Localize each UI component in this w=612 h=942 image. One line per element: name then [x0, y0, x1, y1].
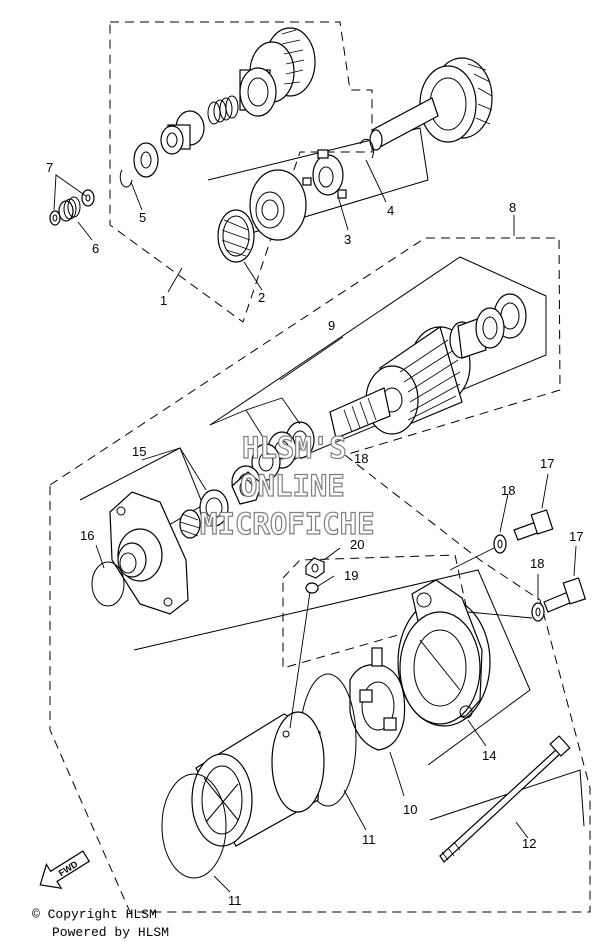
bolt-17-lower — [543, 577, 587, 613]
armature-washers — [475, 293, 527, 349]
leader-6 — [77, 221, 93, 241]
group-outline-20 — [282, 554, 469, 669]
callout-10: 10 — [403, 802, 417, 817]
armature-part — [329, 317, 487, 439]
clutch-housing-part — [369, 57, 493, 151]
leader-2 — [243, 261, 263, 291]
leader-10 — [389, 751, 405, 797]
callout-11-upper: 11 — [362, 832, 376, 847]
path-line-bolt-lower — [467, 611, 533, 619]
yoke-part — [191, 673, 357, 847]
powered-by-text: Powered by HLSM — [52, 925, 169, 940]
leader-17-lower — [573, 545, 577, 577]
leader-20 — [323, 547, 341, 561]
oring-16-part — [91, 561, 125, 607]
callout-5: 5 — [139, 210, 146, 225]
callout-17-upper: 17 — [540, 456, 554, 471]
callout-7: 7 — [46, 160, 53, 175]
leader-17-upper — [541, 473, 549, 509]
retainer-washer-part — [231, 471, 263, 505]
retainer-3-part — [302, 149, 347, 199]
callout-16: 16 — [80, 528, 94, 543]
leader-4 — [365, 159, 387, 203]
callout-2: 2 — [258, 290, 265, 305]
through-bolt-12 — [439, 735, 571, 863]
washer-19-part — [305, 582, 319, 594]
callout-19: 19 — [344, 568, 358, 583]
callout-6: 6 — [92, 241, 99, 256]
callout-8: 8 — [509, 200, 516, 215]
callout-15: 15 — [132, 444, 146, 459]
bearing-cup-part — [249, 169, 307, 241]
fwd-arrow-icon: FWD — [39, 850, 91, 890]
bracket-gear-group — [207, 127, 429, 241]
callout-17-lower: 17 — [569, 529, 583, 544]
watermark-line-3: MICROFICHE — [200, 507, 375, 541]
group-outline-8 — [49, 237, 591, 913]
callout-9: 9 — [328, 318, 335, 333]
callout-4: 4 — [387, 203, 394, 218]
bracket-bolt-12 — [429, 769, 585, 827]
callout-20: 20 — [350, 537, 364, 552]
leader-3 — [337, 195, 349, 231]
circlip-5 — [119, 169, 133, 188]
nut-20-part — [305, 557, 325, 579]
callout-18-upper: 18 — [501, 483, 515, 498]
washer-18-upper — [493, 534, 507, 554]
callout-1: 1 — [160, 293, 167, 308]
leader-12 — [515, 821, 529, 839]
path-line-bolt-upper — [449, 547, 495, 571]
callout-14: 14 — [482, 748, 496, 763]
leader-5 — [130, 181, 143, 211]
spring-part — [207, 95, 239, 125]
leader-9 — [279, 336, 344, 381]
needle-bearing-2 — [217, 209, 255, 263]
sleeve-part — [160, 110, 205, 155]
callout-18-lower: 18 — [530, 556, 544, 571]
leader-18-upper — [499, 493, 509, 533]
leader-washers-b — [245, 397, 301, 425]
callout-3: 3 — [344, 232, 351, 247]
copyright-text: © Copyright HLSM — [32, 907, 157, 922]
bracket-yoke-group — [133, 569, 531, 766]
clip-4 — [359, 138, 374, 159]
leader-11-lower — [213, 875, 231, 893]
leader-1 — [167, 267, 183, 293]
callout-12: 12 — [522, 836, 536, 851]
watermark-line-1: HLSM'S — [242, 431, 347, 465]
brush-holder-part — [349, 647, 406, 751]
bolt-17-upper — [513, 509, 554, 541]
rear-cover-part — [397, 579, 491, 727]
collar-part — [133, 142, 159, 178]
washer-18-lower — [531, 602, 545, 622]
group-outline-1 — [109, 21, 373, 323]
bearing-15-part — [179, 489, 229, 539]
leader-19 — [317, 575, 335, 587]
watermark-line-2: ONLINE — [240, 469, 345, 503]
watermark: HLSM'S ONLINE MICROFICHE — [199, 430, 375, 541]
front-cover-part — [109, 491, 189, 615]
leader-15 — [141, 447, 207, 491]
washer-spring-6-7 — [49, 189, 95, 226]
pinion-gear-part — [239, 27, 316, 117]
leader-11-upper — [343, 789, 367, 831]
leader-14 — [467, 719, 487, 747]
leader-16 — [95, 544, 105, 569]
callout-18-center: 18 — [354, 451, 368, 466]
path-line-nut — [289, 591, 311, 729]
oring-11-lower — [161, 773, 227, 879]
leader-7 — [53, 174, 87, 211]
callout-11-lower: 11 — [228, 893, 242, 908]
